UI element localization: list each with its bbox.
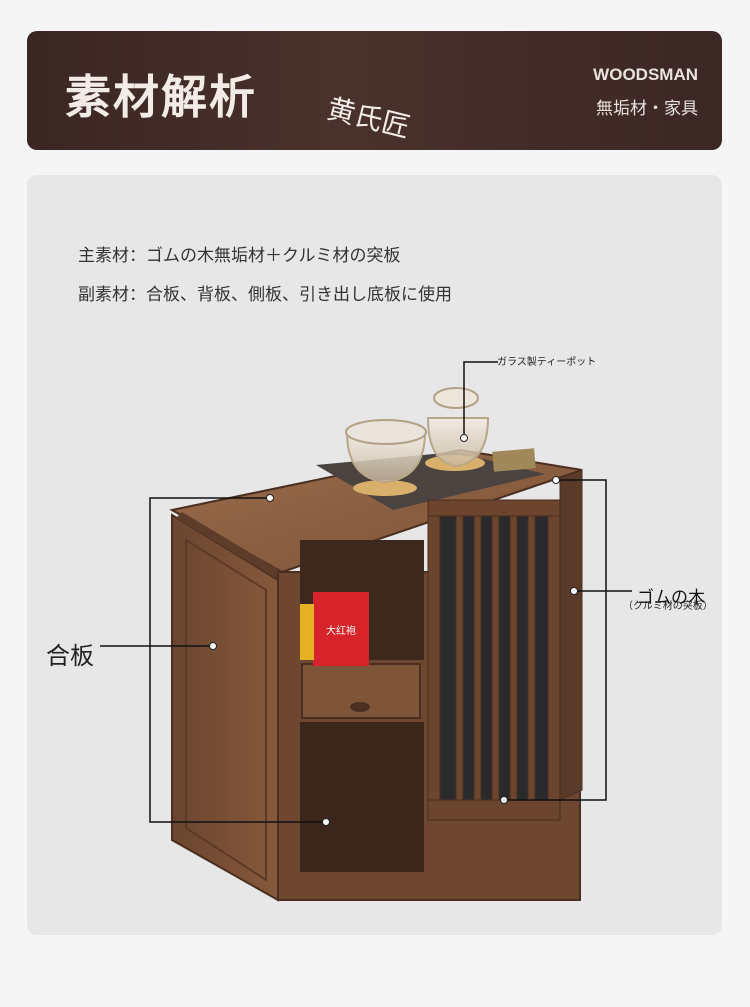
brand-name-jp: 無垢材・家具 <box>596 99 698 119</box>
side-panel <box>171 513 279 902</box>
control-panel <box>492 448 536 472</box>
callout-lines <box>100 361 632 823</box>
header-banner: 素材解析 黄氏匠 WOODSMAN 無垢材・家具 <box>27 31 722 150</box>
callout-dots <box>209 434 578 826</box>
brand-name-en: WOODSMAN <box>593 65 698 84</box>
page-title: 素材解析 <box>65 70 257 124</box>
door-slats <box>427 499 561 821</box>
tea-box-label: 大红袍 <box>326 624 356 637</box>
main-material-text: 主素材：ゴムの木無垢材＋クルミ材の突板 <box>78 246 401 266</box>
rubberwood-label: ゴムの木 <box>637 588 705 608</box>
sub-material-text: 副素材：合板、背板、側板、引き出し底板に使用 <box>78 285 452 305</box>
teapot-label: ガラス製ティーポット <box>497 357 597 368</box>
walnut-veneer-label: （クルミ材の突板） <box>623 601 713 612</box>
tea-box <box>313 592 369 666</box>
plywood-label: 合板 <box>46 642 94 670</box>
drawer-handle <box>350 702 370 712</box>
lower-shelf <box>300 722 424 872</box>
glass-teapot-left <box>345 431 427 484</box>
glass-teapot-right <box>426 417 490 468</box>
